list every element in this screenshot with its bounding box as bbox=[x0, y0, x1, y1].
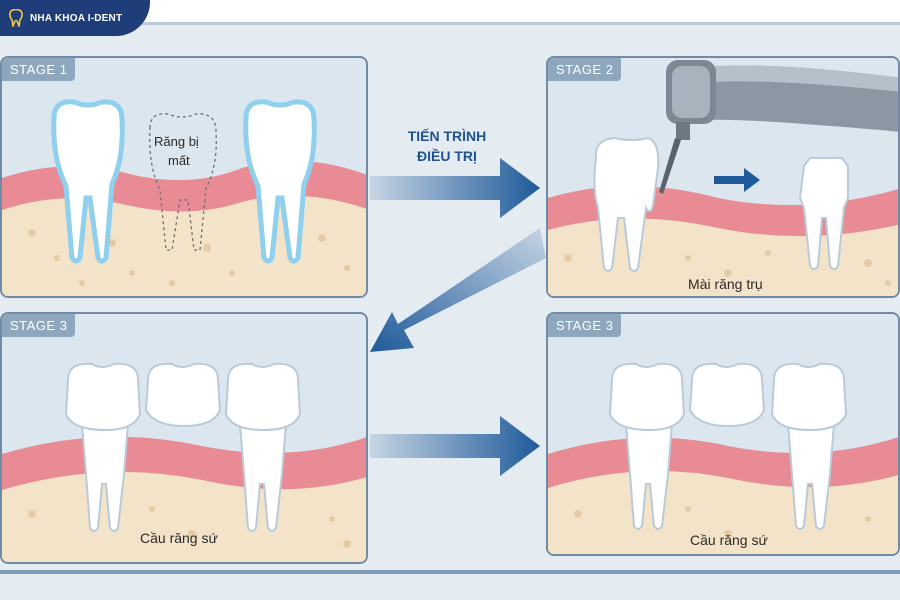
treatment-process-line2: ĐIỀU TRỊ bbox=[417, 148, 477, 164]
missing-tooth-label-2: mất bbox=[168, 153, 190, 168]
prepared-abutment-tooth bbox=[798, 157, 849, 270]
stage3-left-illustration bbox=[2, 314, 366, 562]
top-bar bbox=[0, 0, 900, 22]
arrow-stage2-to-stage3 bbox=[370, 228, 546, 352]
stage3-left-panel: STAGE 3 Cầu răng sứ bbox=[0, 312, 368, 564]
stage3-left-caption: Cầu răng sứ bbox=[140, 530, 218, 546]
stage2-tag: STAGE 2 bbox=[548, 58, 622, 81]
brand-badge: NHA KHOA I-DENT bbox=[0, 0, 150, 36]
movement-arrow-icon bbox=[714, 168, 760, 192]
stage2-panel: STAGE 2 Mài răng trụ bbox=[546, 56, 900, 298]
bridge-abutment-right bbox=[786, 423, 836, 530]
arrow-stage3-to-stage3 bbox=[370, 416, 540, 476]
bridge-abutment-left bbox=[624, 423, 674, 530]
tooth-logo-icon bbox=[9, 9, 23, 27]
dental-drill-icon bbox=[659, 60, 898, 194]
right-tooth bbox=[243, 99, 317, 264]
treatment-process-label: TIẾN TRÌNH ĐIỀU TRỊ bbox=[392, 126, 502, 166]
prepared-left-tooth bbox=[593, 136, 660, 272]
stage3-right-panel: STAGE 3 Cầu răng sứ bbox=[546, 312, 900, 556]
bridge-abutment-left bbox=[80, 423, 130, 532]
bottom-rule bbox=[0, 570, 900, 574]
brand-name: NHA KHOA I-DENT bbox=[30, 12, 123, 24]
stage3-left-tag: STAGE 3 bbox=[2, 314, 76, 337]
stage1-tag: STAGE 1 bbox=[2, 58, 76, 81]
stage1-panel: STAGE 1 Răng bị mất bbox=[0, 56, 368, 298]
stage3-right-caption: Cầu răng sứ bbox=[690, 532, 768, 548]
stage1-illustration bbox=[2, 58, 366, 296]
porcelain-bridge bbox=[608, 362, 848, 432]
stage3-right-tag: STAGE 3 bbox=[548, 314, 622, 337]
bridge-abutment-right bbox=[238, 423, 288, 532]
stage2-caption: Mài răng trụ bbox=[688, 276, 763, 292]
left-tooth bbox=[51, 99, 125, 264]
missing-tooth-label-1: Răng bị bbox=[154, 134, 199, 149]
stage2-illustration bbox=[548, 58, 898, 296]
missing-tooth-outline bbox=[149, 113, 217, 251]
arrow-stage1-to-stage2 bbox=[370, 158, 540, 218]
porcelain-bridge bbox=[64, 362, 302, 432]
stage3-right-illustration bbox=[548, 314, 898, 554]
treatment-process-line1: TIẾN TRÌNH bbox=[407, 128, 487, 144]
